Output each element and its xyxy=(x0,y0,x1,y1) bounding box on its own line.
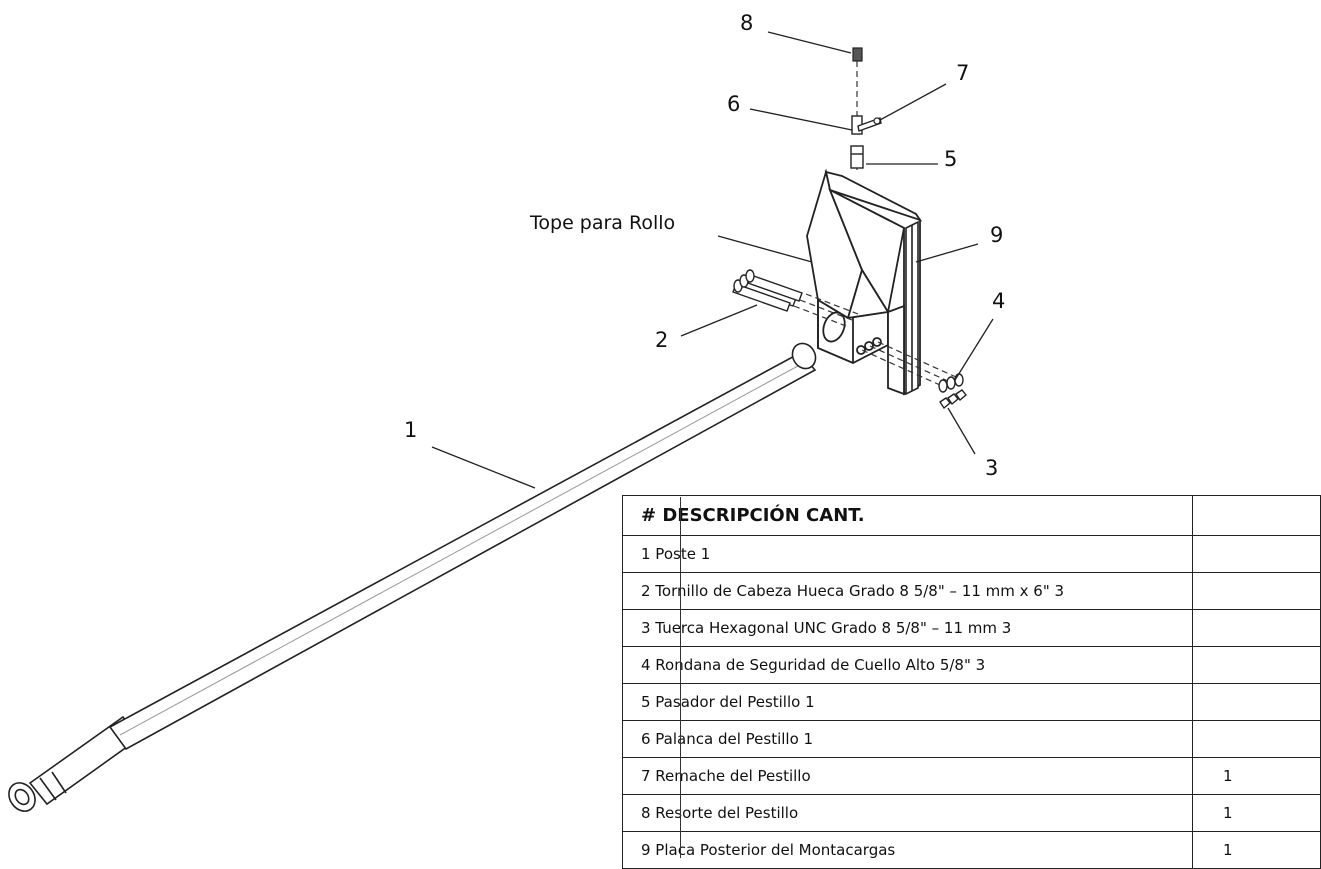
latch-pin-part xyxy=(850,145,864,169)
bom-row-qty xyxy=(1192,572,1321,610)
latch-spring-part xyxy=(852,47,863,62)
callout-3: 3 xyxy=(985,456,998,480)
bom-row-text: 2 Tornillo de Cabeza Hueca Grado 8 5/8" … xyxy=(622,572,1193,610)
callout-4: 4 xyxy=(992,289,1005,313)
bom-row-qty: 1 xyxy=(1192,831,1321,869)
bom-header-row: # DESCRIPCIÓN CANT. xyxy=(622,495,1321,536)
bom-row-qty xyxy=(1192,683,1321,721)
bom-row: 2 Tornillo de Cabeza Hueca Grado 8 5/8" … xyxy=(622,572,1321,610)
callout-8: 8 xyxy=(740,11,753,35)
pole-part xyxy=(8,342,817,812)
back-plate-part xyxy=(905,220,919,396)
bom-row-qty xyxy=(1192,646,1321,684)
callout-9: 9 xyxy=(990,223,1003,247)
bom-row: 4 Rondana de Seguridad de Cuello Alto 5/… xyxy=(622,646,1321,684)
bom-number-divider xyxy=(680,497,681,858)
callout-7: 7 xyxy=(956,61,969,85)
bom-row-text: 7 Remache del Pestillo xyxy=(622,757,1193,795)
callout-roll-stop: Tope para Rollo xyxy=(529,212,675,234)
bom-header-description: # DESCRIPCIÓN CANT. xyxy=(622,495,1193,536)
roll-stop-bracket xyxy=(806,168,923,396)
nuts-part xyxy=(939,389,967,410)
latch-rivet-part xyxy=(873,117,881,125)
bom-row: 8 Resorte del Pestillo 1 xyxy=(622,794,1321,832)
bom-row-text: 6 Palanca del Pestillo 1 xyxy=(622,720,1193,758)
bom-row-text: 5 Pasador del Pestillo 1 xyxy=(622,683,1193,721)
bom-row-text: 9 Placa Posterior del Montacargas xyxy=(622,831,1193,869)
bom-row: 9 Placa Posterior del Montacargas 1 xyxy=(622,831,1321,869)
bom-row-qty xyxy=(1192,609,1321,647)
bom-row-qty: 1 xyxy=(1192,757,1321,795)
bom-row: 5 Pasador del Pestillo 1 xyxy=(622,683,1321,721)
bom-row-qty xyxy=(1192,720,1321,758)
bom-row-text: 8 Resorte del Pestillo xyxy=(622,794,1193,832)
washers-part xyxy=(938,373,964,393)
bolt-axis-lines xyxy=(793,293,957,386)
bom-row: 6 Palanca del Pestillo 1 xyxy=(622,720,1321,758)
bom-row-text: 3 Tuerca Hexagonal UNC Grado 8 5/8" – 11… xyxy=(622,609,1193,647)
bom-row: 7 Remache del Pestillo 1 xyxy=(622,757,1321,795)
bom-row-text: 4 Rondana de Seguridad de Cuello Alto 5/… xyxy=(622,646,1193,684)
callout-5: 5 xyxy=(944,147,957,171)
bom-row-qty xyxy=(1192,535,1321,573)
bill-of-materials-table: # DESCRIPCIÓN CANT. 1 Poste 1 2 Tornillo… xyxy=(622,495,1321,869)
bom-row-text: 1 Poste 1 xyxy=(622,535,1193,573)
bolts-part xyxy=(732,269,803,312)
bom-row-qty: 1 xyxy=(1192,794,1321,832)
bom-row: 1 Poste 1 xyxy=(622,535,1321,573)
callout-1: 1 xyxy=(404,418,417,442)
callout-6: 6 xyxy=(727,92,740,116)
bom-row: 3 Tuerca Hexagonal UNC Grado 8 5/8" – 11… xyxy=(622,609,1321,647)
callout-2: 2 xyxy=(655,328,668,352)
leader-lines xyxy=(431,31,994,489)
bom-header-qty xyxy=(1192,495,1321,536)
